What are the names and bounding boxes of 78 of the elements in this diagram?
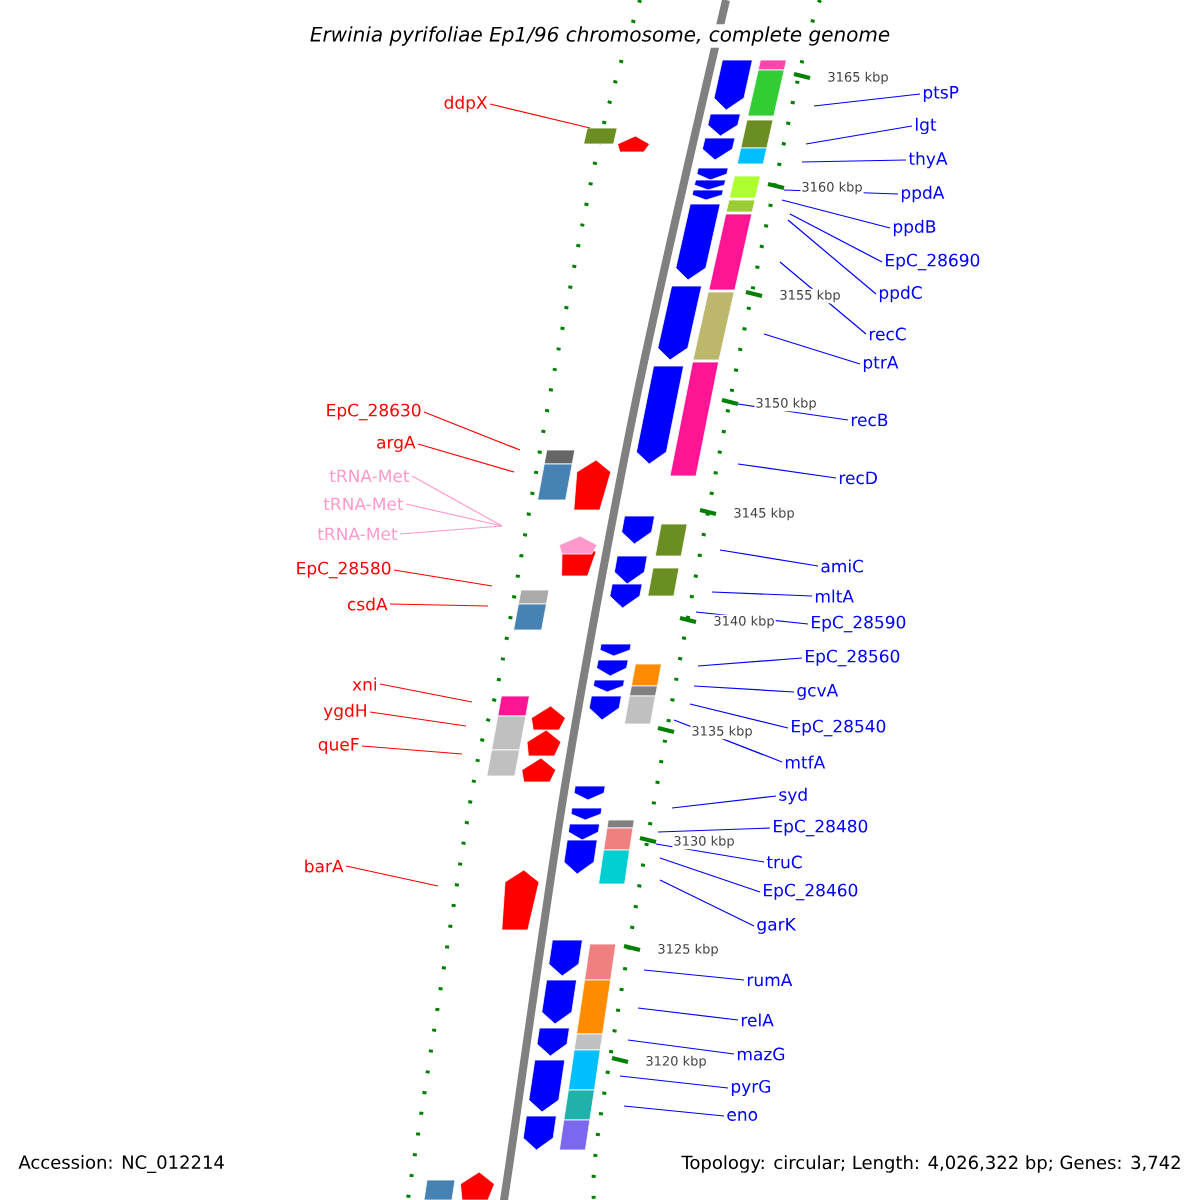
gene-label: EpC_28630 <box>327 403 421 421</box>
leader-line <box>737 463 837 479</box>
leader-line <box>671 795 777 809</box>
leader-line <box>789 213 883 263</box>
gene-label: EpC_28590 <box>812 615 906 633</box>
leader-line <box>489 103 591 129</box>
leader-line <box>643 969 745 981</box>
gene-label: mazG <box>737 1047 785 1061</box>
leader-line <box>781 199 891 229</box>
gene-label: ppdA <box>901 185 945 203</box>
gene-label: csdA <box>347 597 388 611</box>
gene-label: pyrG <box>731 1079 771 1097</box>
gene-label: ptrA <box>863 356 899 372</box>
gene-label: tRNA-Met <box>317 527 398 541</box>
leader-line <box>697 657 803 667</box>
gene-label: EpC_28540 <box>792 719 886 737</box>
title: Erwinia pyrifoliae Ep1/96 chromosome, complete genome <box>307 24 893 48</box>
leader-line <box>813 93 921 107</box>
leader-line <box>801 159 907 163</box>
gene-label: tRNA-Met <box>323 497 404 511</box>
gene-label: ygdH <box>323 703 366 721</box>
gene-label: relA <box>741 1013 774 1027</box>
leader-line <box>689 703 789 729</box>
gene-label: recB <box>851 413 888 427</box>
gene-label: queF <box>318 738 359 754</box>
footer-text: Accession: NC_012214 <box>16 1153 227 1175</box>
gene-label: barA <box>305 859 344 873</box>
gene-label: tRNA-Met <box>329 469 410 483</box>
gene-label: ptsP <box>923 86 959 102</box>
leader-line <box>411 475 503 527</box>
leader-line <box>719 549 819 567</box>
leader-line <box>655 843 765 863</box>
leader-line <box>379 683 473 703</box>
leader-line <box>369 711 467 727</box>
gene-label: mltA <box>815 589 854 603</box>
gene-label: EpC_28480 <box>774 819 868 837</box>
gene-label: recC <box>869 327 906 341</box>
leader-line <box>627 1039 735 1055</box>
leader-line <box>393 569 493 587</box>
leader-line <box>399 525 503 535</box>
leader-line <box>711 591 813 597</box>
gene-label: gcvA <box>797 684 839 700</box>
gene-label: xni <box>352 677 376 691</box>
leader-line <box>623 1105 725 1117</box>
leader-line <box>693 685 795 693</box>
leader-line <box>805 125 913 145</box>
leader-line <box>389 603 489 607</box>
leader-line <box>659 879 755 927</box>
gene-label: truC <box>766 855 802 869</box>
leader-line <box>405 503 503 527</box>
leader-line <box>423 411 521 451</box>
leader-line <box>787 219 877 295</box>
leader-line <box>659 857 761 893</box>
gene-label: ppdC <box>879 285 922 303</box>
gene-label: rumA <box>747 973 793 987</box>
leader-line <box>657 827 771 833</box>
gene-label: amiC <box>821 559 864 573</box>
gene-label: mtfA <box>785 755 826 769</box>
gene-label: ppdB <box>893 219 936 237</box>
gene-label: EpC_28690 <box>886 253 980 271</box>
gene-label: EpC_28560 <box>806 649 900 667</box>
gene-label: recD <box>839 471 877 485</box>
gene-label: argA <box>377 436 416 452</box>
leader-line <box>345 865 439 887</box>
gene-label: EpC_28580 <box>297 561 391 579</box>
gene-label: syd <box>779 787 807 805</box>
leader-line <box>763 333 861 365</box>
gene-label: garK <box>757 918 797 934</box>
gene-label: EpC_28460 <box>764 883 858 901</box>
leader-line <box>361 745 463 755</box>
leader-line <box>637 1007 739 1021</box>
gene-label: ddpX <box>444 95 488 113</box>
footer-text: Topology: circular; Length: 4,026,322 bp; Genes: 3,742 <box>679 1153 1184 1175</box>
leader-line <box>417 443 515 473</box>
leader-line <box>619 1075 729 1089</box>
gene-label: lgt <box>916 117 937 135</box>
gene-label: eno <box>727 1111 758 1121</box>
gene-label: thyA <box>908 151 948 169</box>
